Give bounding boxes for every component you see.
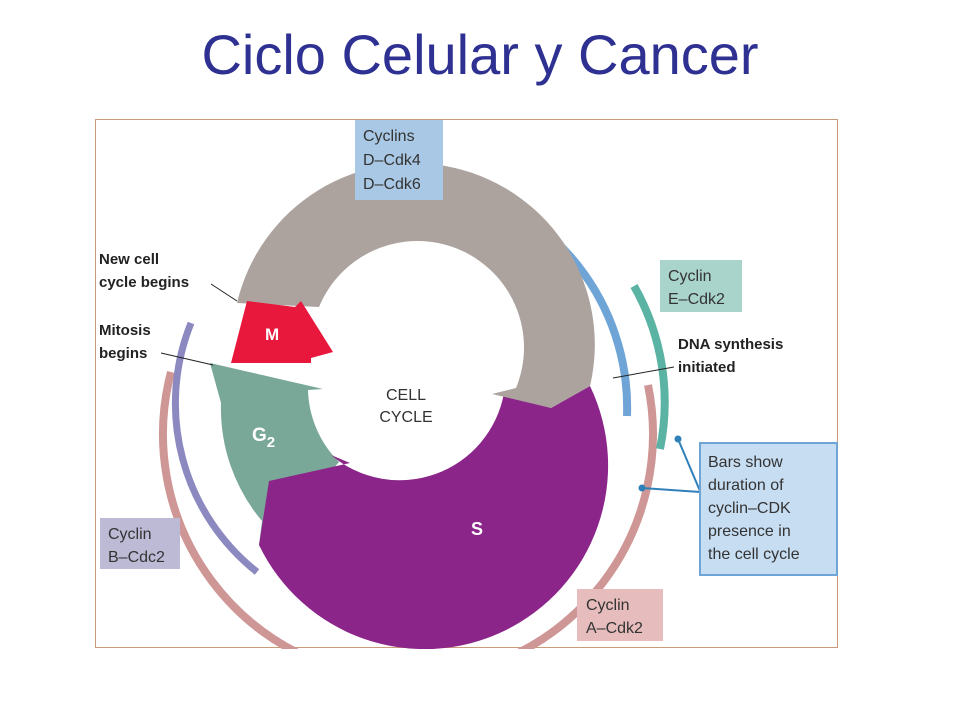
legend-pointer-dot-upper — [674, 435, 682, 443]
g1-label: G1 — [442, 255, 465, 281]
cyclin-d-box — [355, 120, 443, 200]
legend-line-5: the cell cycle — [708, 546, 800, 563]
cyclin-d-line-1: Cyclins — [363, 128, 415, 145]
legend-pointer-dot-lower — [638, 484, 646, 492]
legend-box — [699, 442, 838, 576]
cyclin-e-line-1: Cyclin — [668, 268, 712, 285]
dna-synthesis-leader — [612, 366, 675, 379]
dna-synthesis-line-1: DNA synthesis — [678, 336, 783, 353]
cyclin-b-box — [100, 518, 180, 569]
s-phase-arrow — [259, 386, 609, 650]
legend-line-3: cyclin–CDK — [708, 500, 791, 517]
s-label: S — [471, 519, 483, 539]
cyclin-b-line-2: B–Cdc2 — [108, 549, 165, 566]
cyclin-b-line-1: Cyclin — [108, 526, 152, 543]
cyclin-a-line-2: A–Cdk2 — [586, 620, 643, 637]
slide-title: Ciclo Celular y Cancer — [201, 23, 759, 86]
new-cycle-line-1: New cell — [99, 251, 159, 268]
cyclin-e-bar — [630, 284, 669, 450]
legend-line-4: presence in — [708, 523, 791, 540]
legend-pointer-upper — [677, 438, 701, 492]
legend-pointer-lower — [641, 487, 701, 493]
cell-cycle-diagram: G1 G2 S M CELL CYCLE Cyclins D–Cdk4 D–Cd… — [99, 120, 838, 684]
new-cycle-line-2: cycle begins — [99, 274, 189, 291]
center-label-cycle: CYCLE — [379, 409, 432, 426]
cyclin-e-line-2: E–Cdk2 — [668, 291, 725, 308]
g2-phase-arrow — [210, 363, 339, 545]
g1-phase-arrow — [237, 163, 595, 408]
new-cycle-leader — [210, 283, 238, 302]
center-label-cell: CELL — [386, 387, 426, 404]
cyclin-d-line-3: D–Cdk6 — [363, 176, 421, 193]
cyclin-a-line-1: Cyclin — [586, 597, 630, 614]
legend-line-2: duration of — [708, 477, 784, 494]
cyclin-a-box — [577, 589, 663, 641]
m-label: M — [265, 325, 279, 344]
mitosis-line-2: begins — [99, 345, 147, 362]
dna-synthesis-line-2: initiated — [678, 359, 736, 376]
mitosis-leader — [160, 352, 214, 366]
m-phase-arrow — [231, 301, 333, 363]
mitosis-line-1: Mitosis — [99, 322, 151, 339]
g2-label: G2 — [252, 425, 275, 451]
cyclin-b-bar — [171, 321, 260, 575]
cyclin-e-box — [660, 260, 742, 312]
cyclin-d-line-2: D–Cdk4 — [363, 152, 421, 169]
diagram-frame: G1 G2 S M CELL CYCLE Cyclins D–Cdk4 D–Cd… — [95, 119, 838, 684]
legend-line-1: Bars show — [708, 454, 783, 471]
